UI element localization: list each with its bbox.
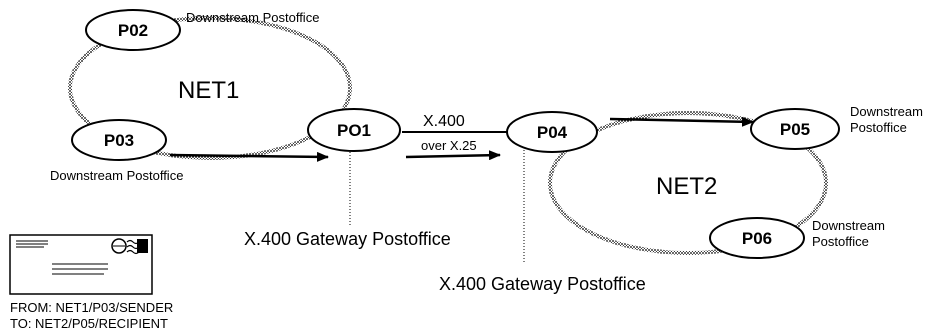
node-p04: P04 xyxy=(506,111,598,153)
node-p04-label: P04 xyxy=(537,123,568,142)
link-transport-label: over X.25 xyxy=(421,138,477,153)
p06-downstream-line1: Downstream xyxy=(812,218,885,233)
p05-downstream-line1: Downstream xyxy=(850,104,923,119)
p05-downstream-line2: Postoffice xyxy=(850,120,907,135)
flow-arrow-p03-po1 xyxy=(169,151,329,162)
net2-ring xyxy=(548,111,828,255)
node-p06-label: P06 xyxy=(742,229,772,248)
flow-arrow-po1-p04 xyxy=(405,150,501,161)
p02-downstream-label: Downstream Postoffice xyxy=(186,10,319,25)
node-p02-label: P02 xyxy=(118,21,148,40)
envelope-from-address: FROM: NET1/P03/SENDER xyxy=(10,300,173,315)
node-p02: P02 xyxy=(85,9,181,51)
net2-label: NET2 xyxy=(656,173,717,200)
gateway-left-label: X.400 Gateway Postoffice xyxy=(244,229,451,249)
node-p03: P03 xyxy=(71,119,167,161)
net1-ring xyxy=(68,16,352,160)
gateway-right-label: X.400 Gateway Postoffice xyxy=(439,274,646,294)
node-po1: PO1 xyxy=(307,108,401,152)
net1-label: NET1 xyxy=(178,77,239,104)
envelope-icon xyxy=(9,234,153,295)
node-po1-label: PO1 xyxy=(337,121,371,140)
flow-arrow-p04-p05 xyxy=(609,116,754,127)
node-p03-label: P03 xyxy=(104,131,134,150)
node-p06: P06 xyxy=(709,217,805,259)
node-p05: P05 xyxy=(750,108,840,150)
node-p05-label: P05 xyxy=(780,120,810,139)
envelope-to-address: TO: NET2/P05/RECIPIENT xyxy=(10,316,168,331)
p06-downstream-line2: Postoffice xyxy=(812,234,869,249)
p03-downstream-label: Downstream Postoffice xyxy=(50,168,183,183)
link-protocol-label: X.400 xyxy=(423,113,465,130)
